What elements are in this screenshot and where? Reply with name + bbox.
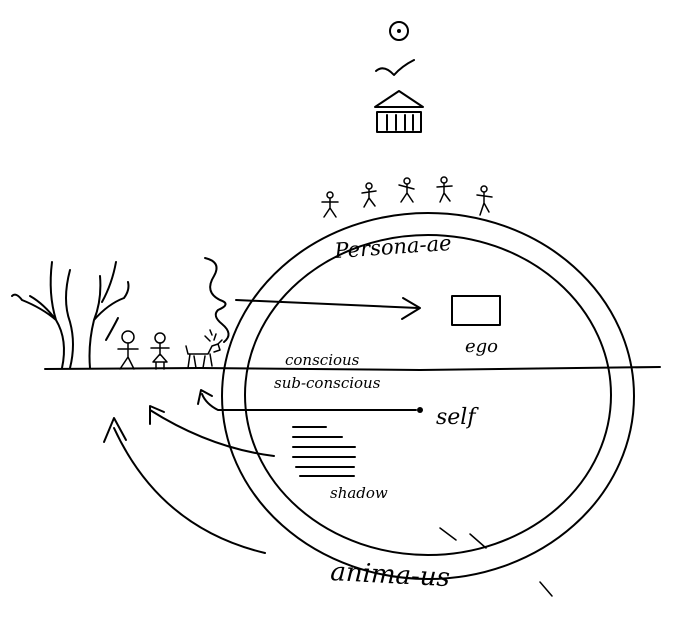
- stick-figure-icon: [361, 182, 377, 208]
- stick-figure-icon: [476, 185, 493, 216]
- subconscious-label: sub-conscious: [274, 374, 381, 392]
- ego-box: [451, 295, 501, 326]
- ego-label: ego: [465, 336, 498, 357]
- arrow-shadow: [149, 405, 275, 457]
- stick-figure-icon: [321, 191, 339, 218]
- sun-icon: [389, 21, 409, 41]
- conscious-label: conscious: [285, 351, 360, 369]
- inner-circle: [244, 234, 612, 556]
- horizon-line: [44, 366, 661, 371]
- self-label: self: [436, 405, 479, 430]
- scratch-marks: [439, 527, 553, 597]
- self-point: [417, 407, 423, 413]
- stick-figure-icon: [436, 176, 453, 203]
- arrow-anima: [103, 417, 266, 554]
- tree-icon: [11, 261, 130, 369]
- stick-figure-icon: [117, 330, 139, 370]
- outer-circle: [221, 212, 635, 580]
- anima-label: anima-us: [330, 557, 451, 593]
- curly-brace: [204, 257, 230, 343]
- people-group: [321, 176, 493, 218]
- temple-icon: [374, 90, 424, 133]
- dog-icon: [185, 343, 221, 369]
- persona-label: Persona-ae: [333, 231, 453, 263]
- stick-figure-icon: [150, 332, 170, 370]
- arrow-to-ego: [235, 297, 421, 320]
- arrow-self-to-surface: [197, 389, 417, 411]
- stick-figure-icon: [398, 177, 415, 203]
- shadow-lines: [292, 426, 356, 477]
- shadow-label: shadow: [330, 484, 388, 502]
- sparkle-icon: [204, 329, 223, 345]
- bird-icon: [375, 59, 415, 76]
